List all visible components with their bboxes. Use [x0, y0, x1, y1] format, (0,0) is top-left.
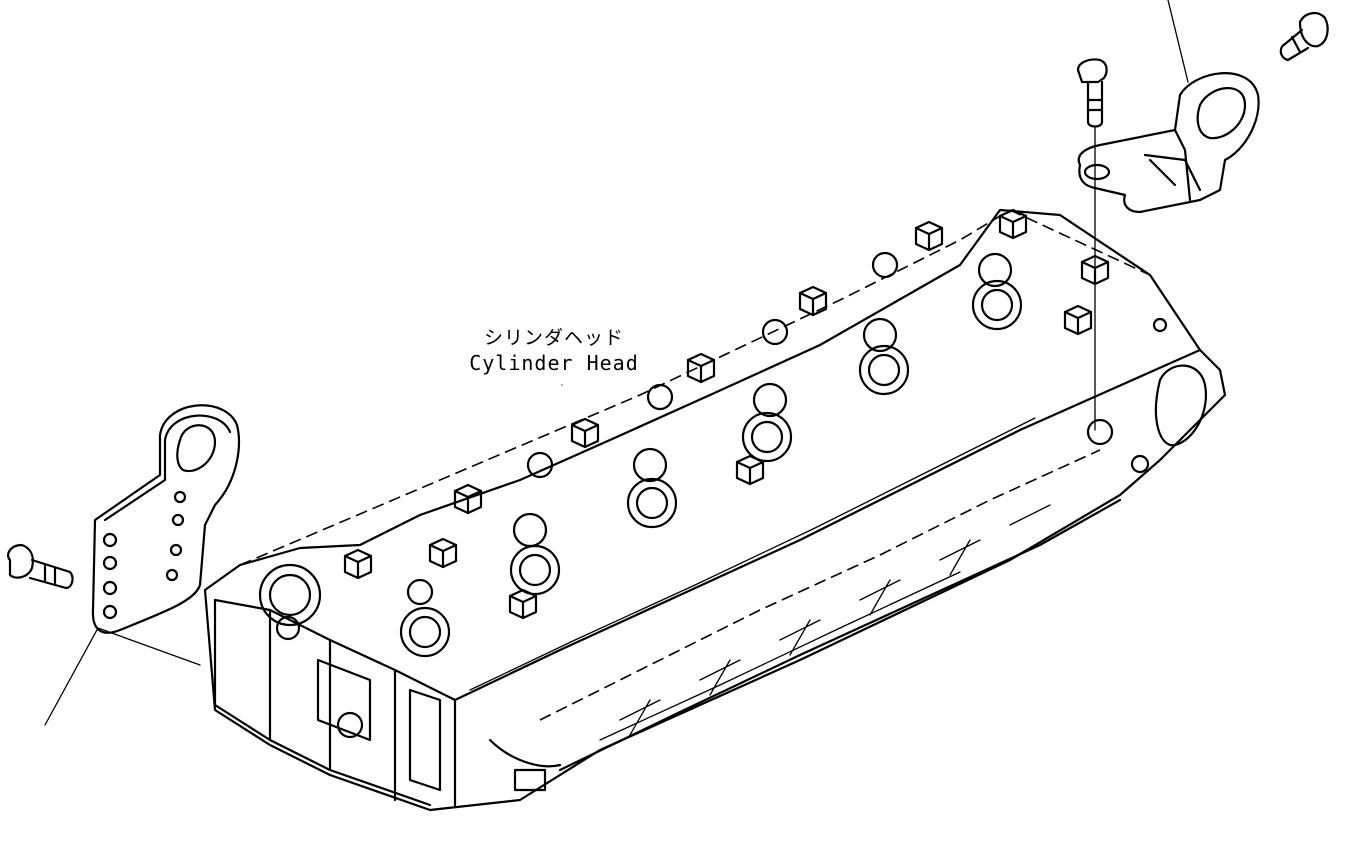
rear-bracket-bolt-horizontal	[1279, 12, 1329, 62]
front-bracket-bolt	[6, 543, 74, 590]
head-bolts	[343, 208, 1110, 620]
front-lifting-bracket	[91, 404, 240, 634]
callout-label-english: Cylinder Head	[469, 351, 639, 375]
callout-label-japanese: シリンダヘッド	[483, 327, 624, 349]
rear-lifting-bracket	[1077, 72, 1260, 214]
rear-bracket-bolt-vertical	[1076, 58, 1108, 128]
cylinder-head-callout: シリンダヘッド Cylinder Head	[462, 326, 646, 376]
valve-seats	[399, 251, 1023, 658]
cylinder-head	[203, 208, 1227, 812]
rear-leader-line	[1094, 0, 1189, 431]
front-leader-line	[44, 627, 201, 726]
